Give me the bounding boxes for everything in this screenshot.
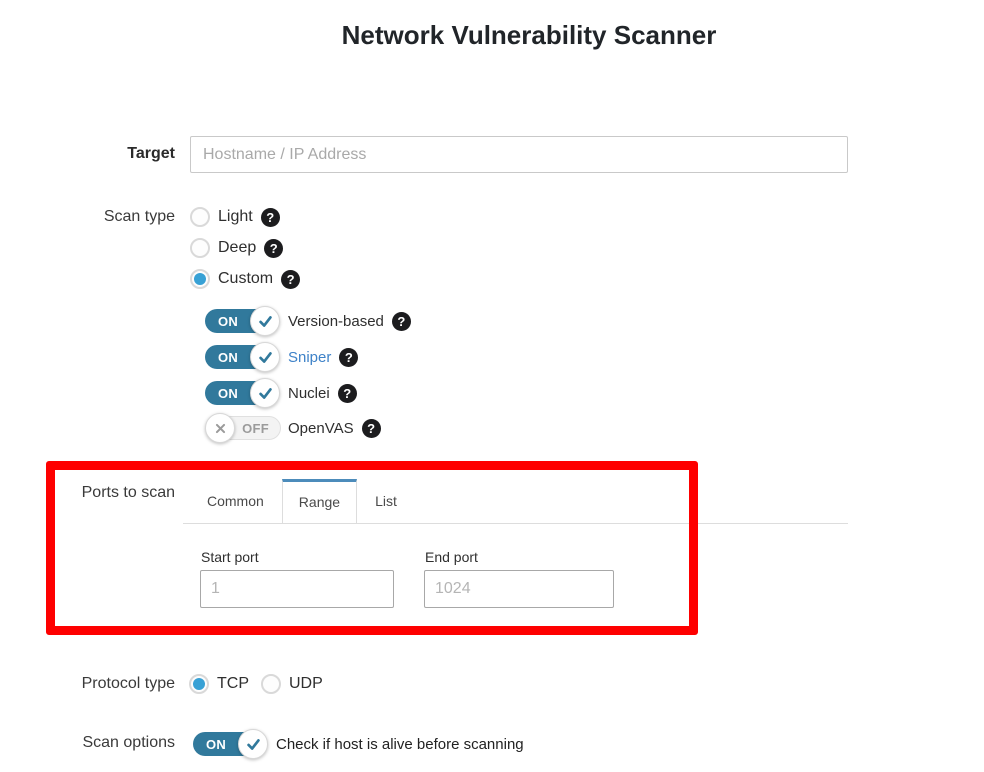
help-icon[interactable]: ? [337, 383, 357, 403]
start-port-label: Start port [201, 549, 259, 565]
scan-type-label: Scan type [103, 208, 175, 225]
help-icon[interactable]: ? [260, 207, 280, 227]
tool-label-nuclei: Nuclei [288, 384, 330, 402]
page-title: Network Vulnerability Scanner [341, 20, 717, 50]
scan-type-option-custom: Custom ? [190, 268, 301, 290]
scan-options-label: Scan options [82, 734, 175, 751]
help-icon[interactable]: ? [361, 418, 381, 438]
radio-deep[interactable] [190, 238, 210, 258]
start-port-input[interactable] [200, 570, 394, 608]
radio-udp-label[interactable]: UDP [289, 675, 323, 692]
radio-deep-label[interactable]: Deep [218, 239, 257, 256]
toggle-nuclei[interactable]: ON [205, 378, 281, 408]
tool-row-version-based: ON Version-based ? [205, 306, 411, 336]
radio-custom-label[interactable]: Custom [218, 270, 274, 287]
host-alive-check-text: Check if host is alive before scanning [276, 735, 524, 753]
end-port-label: End port [425, 549, 478, 565]
radio-custom-selected[interactable] [190, 269, 210, 289]
ports-tabbar: Common Range List [183, 479, 848, 524]
radio-udp[interactable] [261, 674, 281, 694]
toggle-version-based[interactable]: ON [205, 306, 281, 336]
tab-list[interactable]: List [375, 493, 397, 509]
toggle-host-alive-check[interactable]: ON [193, 729, 269, 759]
tab-range[interactable]: Range [281, 479, 358, 523]
tool-label-version-based: Version-based [288, 312, 384, 330]
protocol-type-label: Protocol type [81, 675, 175, 692]
scan-type-option-light: Light ? [190, 206, 280, 228]
scan-type-option-deep: Deep ? [190, 237, 284, 259]
target-input[interactable] [190, 136, 848, 173]
radio-tcp-selected[interactable] [189, 674, 209, 694]
radio-light-label[interactable]: Light [218, 208, 253, 225]
tab-common[interactable]: Common [207, 493, 264, 509]
check-icon [238, 729, 268, 759]
toggle-sniper[interactable]: ON [205, 342, 281, 372]
help-icon[interactable]: ? [391, 311, 411, 331]
radio-tcp-label[interactable]: TCP [217, 675, 249, 692]
target-label: Target [127, 145, 175, 162]
radio-dot [194, 273, 206, 285]
help-icon[interactable]: ? [281, 269, 301, 289]
tool-row-nuclei: ON Nuclei ? [205, 378, 357, 408]
check-icon [250, 342, 280, 372]
help-icon[interactable]: ? [264, 238, 284, 258]
check-icon [250, 306, 280, 336]
tool-row-sniper: ON Sniper ? [205, 342, 359, 372]
scan-options-row: ON Check if host is alive before scannin… [193, 729, 524, 759]
radio-dot [193, 678, 205, 690]
tool-label-sniper-link[interactable]: Sniper [288, 348, 332, 366]
ports-to-scan-label: Ports to scan [81, 484, 175, 501]
tool-row-openvas: OFF OpenVAS ? [205, 413, 381, 443]
toggle-openvas[interactable]: OFF [205, 413, 281, 443]
check-icon [250, 378, 280, 408]
help-icon[interactable]: ? [339, 347, 359, 367]
protocol-options: TCP UDP [189, 673, 323, 695]
end-port-input[interactable] [424, 570, 614, 608]
tool-label-openvas: OpenVAS [288, 419, 354, 437]
x-icon [205, 413, 235, 443]
radio-light[interactable] [190, 207, 210, 227]
